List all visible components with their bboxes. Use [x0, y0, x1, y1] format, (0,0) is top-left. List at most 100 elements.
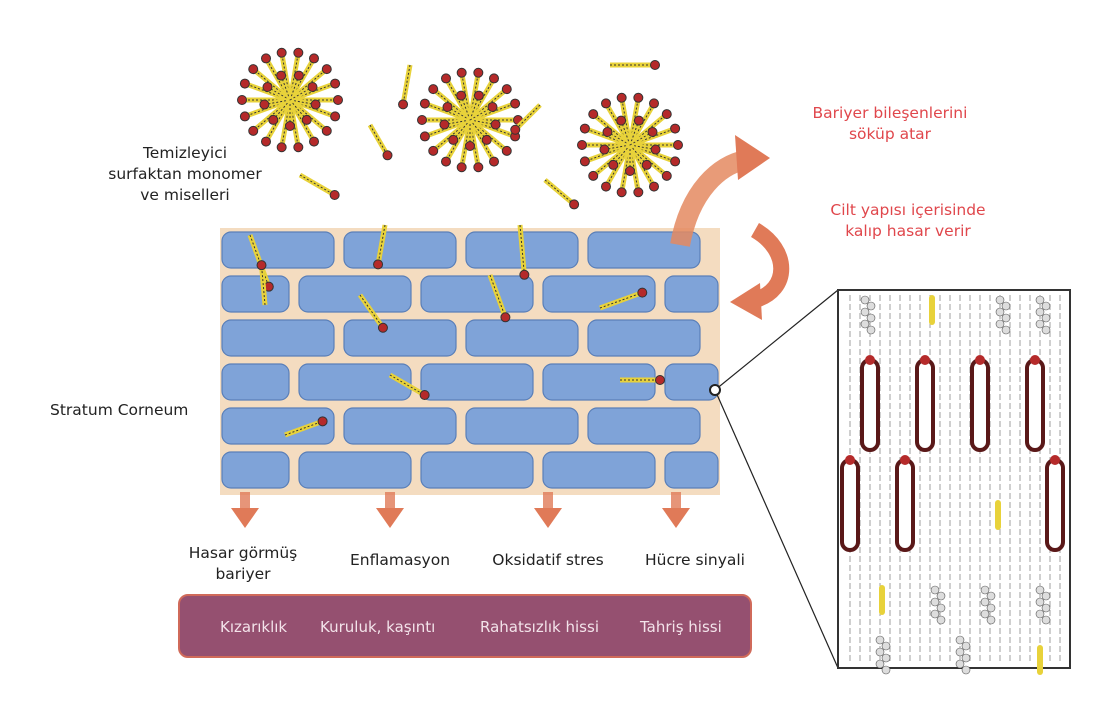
- cholesterol-atom: [860, 319, 870, 329]
- surfactant-head: [456, 67, 467, 78]
- surfactant-head: [293, 47, 304, 58]
- cholesterol-atom: [930, 609, 940, 619]
- cholesterol-atom: [866, 301, 876, 311]
- surfactant-head: [293, 70, 304, 81]
- corneocyte: [298, 451, 412, 489]
- effect-inflammation: Enflamasyon: [349, 551, 451, 569]
- surfactant-head: [377, 322, 388, 333]
- surfactant-head: [637, 287, 648, 298]
- surfactant-monomers: [247, 60, 665, 438]
- surfactant-head: [442, 102, 453, 112]
- surfactant-head: [588, 170, 599, 181]
- cholesterol-atom: [866, 325, 876, 335]
- surfactant-head: [276, 47, 287, 58]
- surfactant-head: [510, 98, 521, 109]
- cholesterol-atom: [1035, 307, 1045, 317]
- label-line: Temizleyici: [142, 144, 228, 162]
- surfactant-head: [307, 82, 318, 92]
- lipid-molecule: [1025, 358, 1045, 452]
- cholesterol-atom: [881, 665, 891, 675]
- inset-zoom: [709, 289, 1071, 675]
- corneocyte: [343, 231, 457, 269]
- surfactant-head: [293, 142, 304, 153]
- cholesterol-atom: [955, 635, 965, 645]
- surfactant-head: [487, 102, 498, 112]
- surfactant-head: [673, 140, 683, 150]
- symptom-dryness: Kuruluk, kaşıntı: [320, 618, 436, 636]
- surfactant-head: [501, 145, 512, 156]
- surfactant-head: [261, 136, 271, 147]
- cholesterol-atom: [986, 591, 996, 601]
- surfactant-head: [625, 166, 635, 176]
- lipid-molecule: [915, 358, 935, 452]
- cholesterol-atom: [875, 635, 885, 645]
- surfactant-head: [661, 109, 672, 120]
- surfactant-head: [441, 73, 451, 84]
- corneocyte: [221, 319, 335, 357]
- corneocyte: [343, 319, 457, 357]
- surfactant-head: [310, 99, 321, 110]
- cholesterol-atom: [1041, 615, 1051, 625]
- surfactant-head: [473, 67, 484, 78]
- cholesterol-atom: [1001, 301, 1011, 311]
- surfactant-head: [670, 156, 681, 167]
- corneocyte: [587, 407, 701, 445]
- surfactant-head: [419, 98, 430, 109]
- surfactant-in-lipid: [995, 500, 1001, 530]
- surfactant-head: [577, 140, 587, 150]
- surfactant-head: [641, 159, 652, 170]
- surfactant-head: [481, 134, 492, 145]
- cholesterol-atom: [961, 653, 971, 663]
- corneocyte: [343, 407, 457, 445]
- surfactant-head: [579, 156, 590, 167]
- surfactant-head: [501, 84, 512, 95]
- label-line: surfaktan monomer: [108, 165, 262, 183]
- cholesterol-atom: [930, 585, 940, 595]
- cholesterol-atom: [1001, 325, 1011, 335]
- surfactant-head: [473, 90, 484, 101]
- effect-damaged-barrier: Hasar görmüş bariyer: [188, 543, 298, 585]
- surfactant-head: [448, 134, 459, 145]
- surfactant-head: [333, 95, 343, 105]
- surfactant-head: [650, 60, 660, 70]
- corneocyte: [664, 275, 719, 313]
- surfactant-in-lipid: [1037, 645, 1043, 675]
- cholesterol-atom: [980, 597, 990, 607]
- damage-arrow-icon: [750, 223, 790, 308]
- surfactant-head: [650, 144, 661, 155]
- surfactant-head: [301, 114, 312, 125]
- corneocyte: [221, 451, 290, 489]
- surfactant-head: [456, 90, 467, 101]
- down-arrows: [231, 492, 690, 528]
- surfactant-head: [519, 269, 530, 280]
- surfactant-head: [473, 162, 484, 173]
- surfactant-head: [649, 181, 659, 192]
- lipid-matrix: [220, 228, 720, 495]
- corneocyte: [221, 231, 335, 269]
- cholesterol-atom: [1001, 313, 1011, 323]
- surfactant-head: [456, 162, 467, 173]
- label-line: Hasar görmüş: [188, 544, 298, 562]
- surfactant-head: [670, 123, 681, 134]
- cholesterol-atom: [881, 653, 891, 663]
- label-line: bariyer: [215, 565, 271, 583]
- cholesterol-atom: [875, 659, 885, 669]
- surfactant-head: [239, 111, 250, 122]
- cholesterol-atom: [1035, 295, 1045, 305]
- cholesterol-atom: [1035, 319, 1045, 329]
- stratum-corneum-block: [220, 228, 720, 495]
- cholesterol-atom: [1041, 603, 1051, 613]
- cholesterol-atom: [866, 313, 876, 323]
- surfactant-head: [428, 145, 439, 156]
- surfactant-head: [616, 187, 627, 198]
- down-arrow-icon: [543, 492, 553, 510]
- surfactant-in-lipid: [929, 295, 935, 325]
- label-line: kalıp hasar verir: [845, 222, 971, 240]
- surfactant-head: [647, 127, 658, 137]
- cholesterol-atom: [980, 585, 990, 595]
- down-arrow-icon: [671, 492, 681, 510]
- cholesterol-atom: [955, 647, 965, 657]
- surfactant-head: [579, 123, 590, 134]
- corneocyte: [420, 275, 534, 313]
